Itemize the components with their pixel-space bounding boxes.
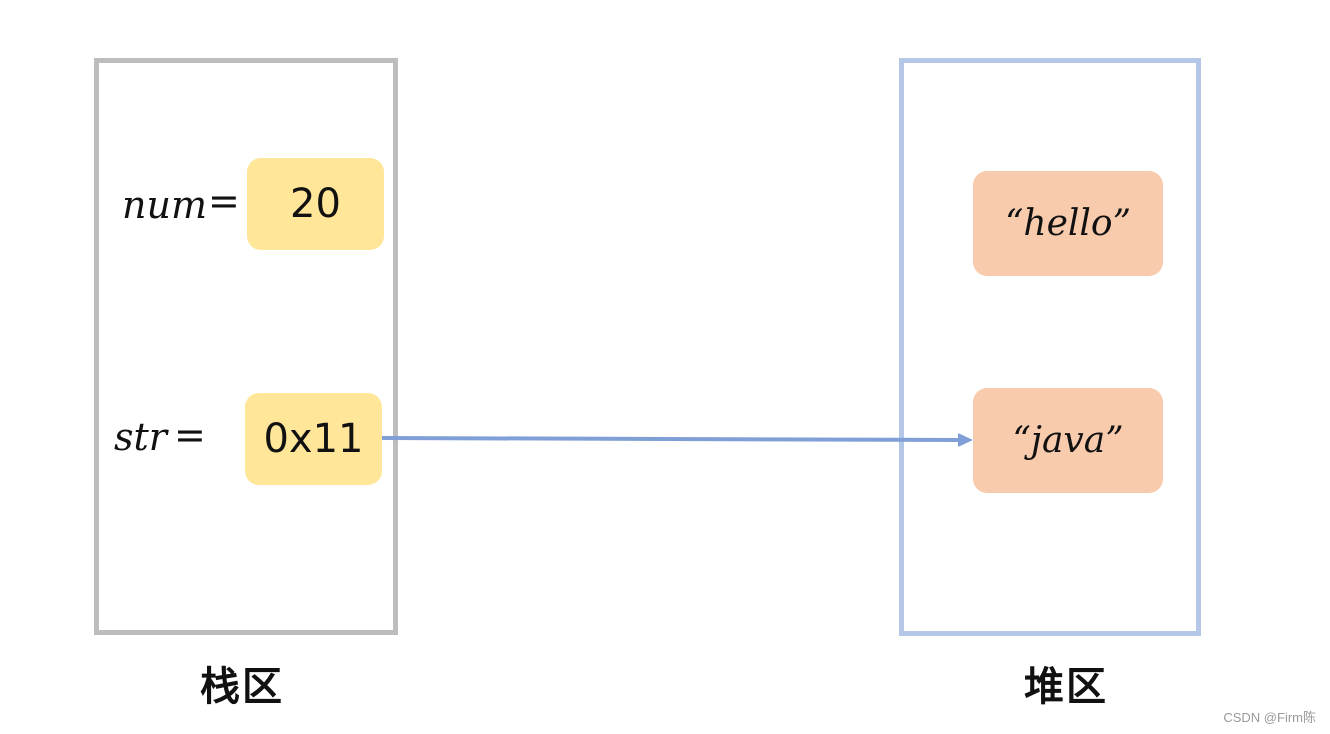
heap-region [899,58,1201,636]
str-value-box: 0x11 [245,393,382,485]
heap-object-java: “java” [973,388,1163,493]
equals-sign-num: = [208,179,240,223]
num-value: 20 [290,181,341,227]
heap-object-hello: “hello” [973,171,1163,276]
str-value: 0x11 [263,416,364,462]
heap-region-caption: 堆区 [1024,664,1108,710]
stack-region-caption: 栈区 [200,664,284,710]
reference-arrow-line [381,436,961,442]
equals-sign-str: = [174,413,206,457]
heap-object-java-text: “java” [1012,420,1124,461]
watermark: CSDN @Firm陈 [1223,710,1316,725]
var-name-str: str [114,415,167,459]
num-value-box: 20 [247,158,384,250]
var-name-num: num [122,183,207,227]
stack-region [94,58,398,635]
heap-object-hello-text: “hello” [1005,203,1131,244]
